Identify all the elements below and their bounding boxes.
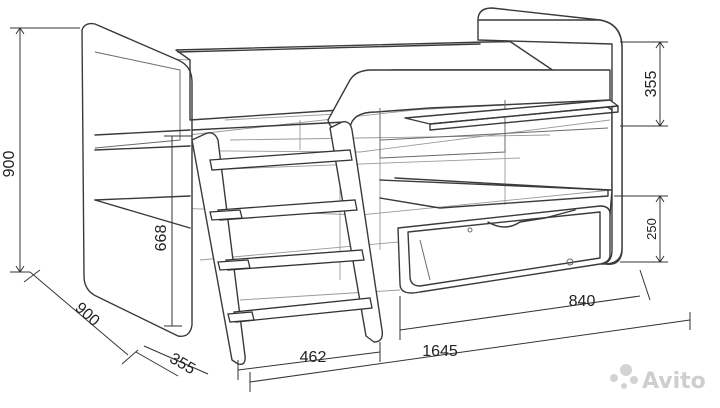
dim-drawer-length: 840 (569, 293, 596, 310)
left-headboard (81, 22, 193, 337)
dim-depth-total: 900 (71, 299, 102, 330)
dim-rail-height: 355 (643, 71, 660, 98)
ladder-step (209, 209, 243, 221)
ladder-step (227, 311, 255, 323)
watermark-text: Avito (642, 369, 706, 394)
dim-length-total: 1645 (422, 343, 458, 360)
dim-height-total: 900 (1, 151, 18, 178)
bed-frame (94, 121, 613, 229)
upper-shelf (404, 99, 619, 131)
dim-drawer-height: 250 (644, 218, 659, 240)
ladder-right-stringer (329, 120, 384, 343)
dim-ladder-width: 462 (300, 349, 327, 366)
ladder-step (209, 149, 353, 171)
ladder (191, 120, 384, 366)
dimension-labels: 900 900 668 355 462 1645 840 355 250 (1, 71, 660, 379)
dim-ladder-height: 668 (153, 225, 170, 252)
dimension-lines (10, 27, 691, 392)
avito-logo-icon (610, 364, 638, 389)
ladder-step (217, 259, 251, 271)
watermark: Avito (610, 364, 706, 394)
ladder-left-stringer (191, 132, 246, 366)
dim-ladder-depth: 355 (166, 350, 198, 378)
drawer (397, 205, 611, 294)
ladder-step (233, 297, 373, 323)
